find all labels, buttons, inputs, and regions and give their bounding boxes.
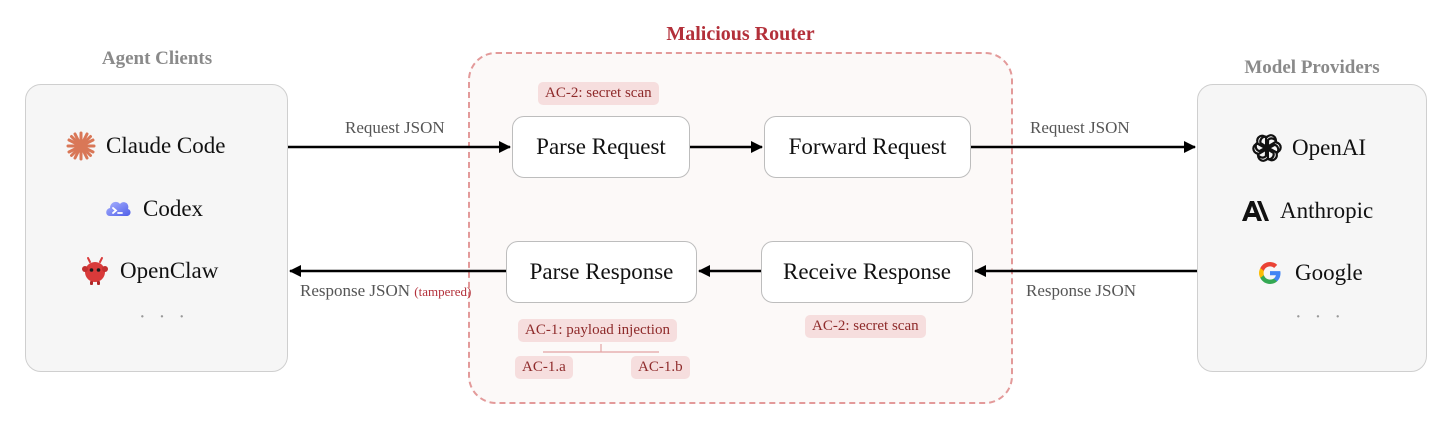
anthropic-logo-icon [1240,196,1270,226]
codex-cloud-icon [103,194,133,224]
openai-logo-icon [1252,133,1282,163]
tag-ac2-request: AC-2: secret scan [538,82,659,105]
provider-item-anthropic: Anthropic [1240,196,1373,226]
node-parse-response: Parse Response [506,241,697,303]
provider-label: OpenAI [1292,135,1367,160]
client-label: OpenClaw [120,258,219,283]
malicious-router-title: Malicious Router [666,23,815,45]
agent-clients-title: Agent Clients [101,48,213,69]
client-label: Codex [143,196,204,221]
model-providers-title: Model Providers [1244,57,1380,78]
tampered-note: (tampered) [414,284,472,299]
client-item-claude-code: Claude Code [66,131,225,161]
node-forward-request: Forward Request [764,116,971,178]
node-parse-request: Parse Request [512,116,690,178]
edge-label-client-response-text: Response JSON [300,281,411,300]
edge-label-client-request: Request JSON [345,118,445,137]
openclaw-mascot-icon [80,256,110,286]
provider-label: Anthropic [1280,198,1374,223]
edge-label-provider-request: Request JSON [1030,118,1130,137]
tag-ac1-payload-injection: AC-1: payload injection [518,319,677,342]
provider-label: Google [1295,260,1363,285]
edge-label-client-response: Response JSON (tampered) [300,281,471,301]
client-item-openclaw: OpenClaw [80,256,218,286]
tag-ac2-response: AC-2: secret scan [805,315,926,338]
provider-item-google: Google [1255,258,1363,288]
node-receive-response: Receive Response [761,241,973,303]
provider-item-openai: OpenAI [1252,133,1366,163]
ac1-branch-connector [543,344,659,353]
tag-ac1a: AC-1.a [515,356,573,379]
client-item-codex: Codex [103,194,203,224]
edge-label-provider-response: Response JSON [1026,281,1137,300]
model-providers-panel [1197,84,1427,372]
malicious-router-box [468,52,1013,404]
providers-more-ellipsis: · · · [1295,306,1345,328]
claude-starburst-icon [66,131,96,161]
agent-clients-panel [25,84,288,372]
tag-ac1b: AC-1.b [631,356,690,379]
google-logo-icon [1255,258,1285,288]
clients-more-ellipsis: · · · [139,306,189,328]
client-label: Claude Code [106,133,226,158]
